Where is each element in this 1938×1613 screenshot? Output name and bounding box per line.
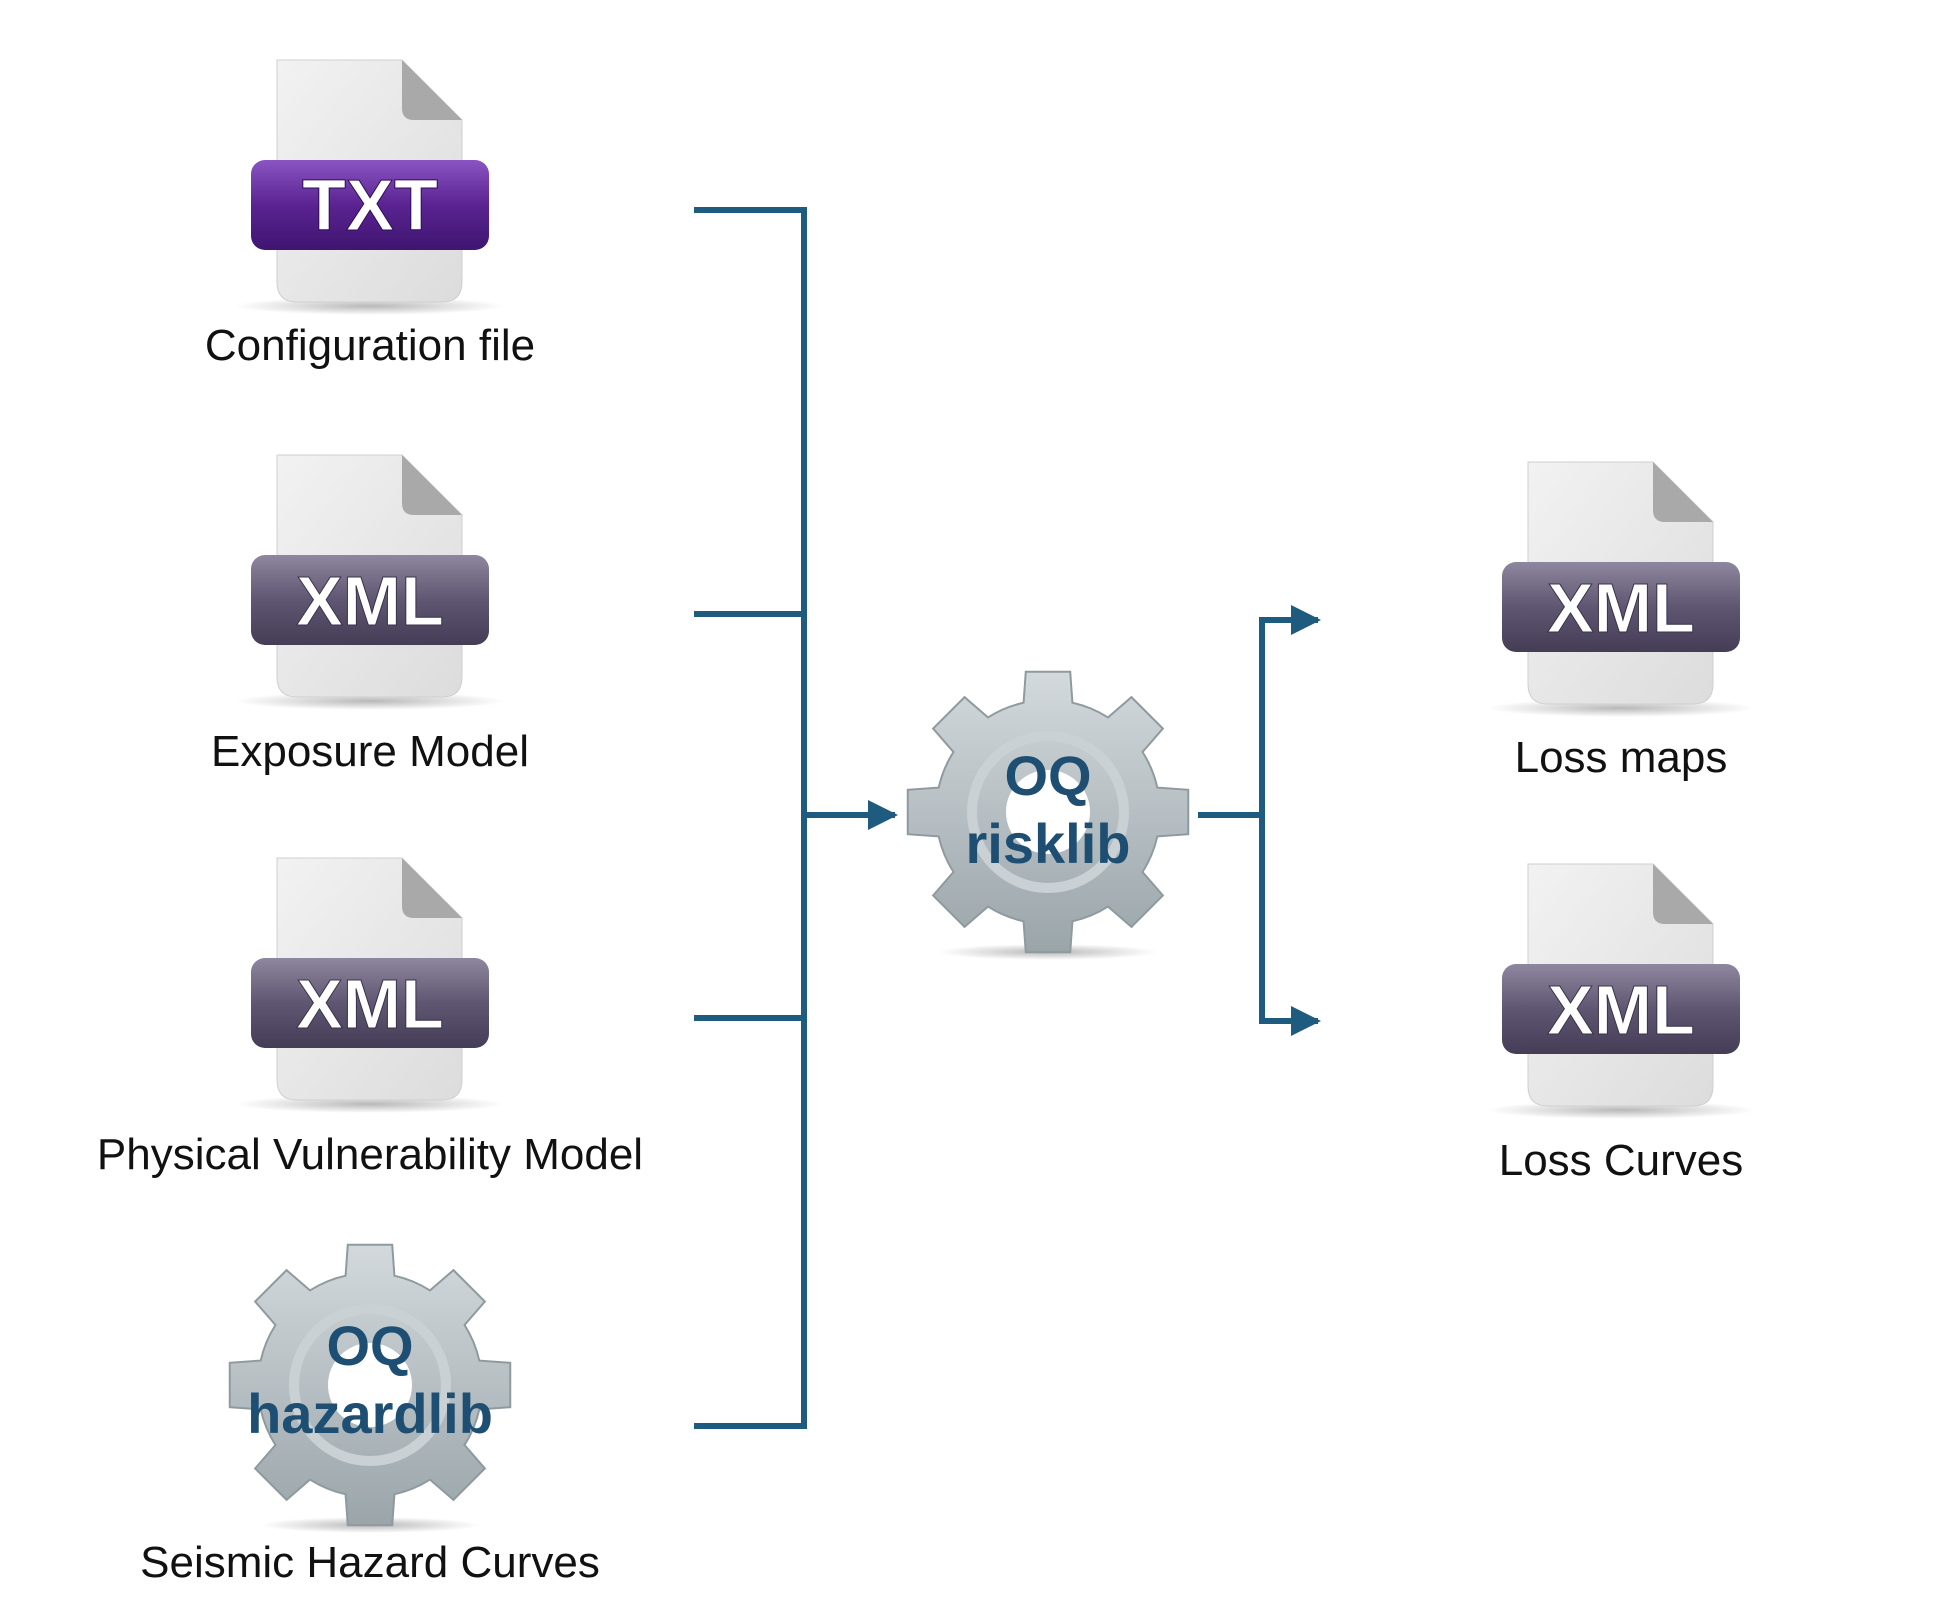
output-connector — [1198, 605, 1321, 1036]
xml-file-icon: XML — [235, 857, 505, 1113]
label-physical-vulnerability-model: Physical Vulnerability Model — [97, 1130, 643, 1179]
gear-icon: OQ risklib — [906, 670, 1190, 960]
label-seismic-hazard-curves: Seismic Hazard Curves — [140, 1538, 600, 1587]
gear-text-risklib: risklib — [966, 812, 1131, 875]
input-connector — [694, 207, 898, 1429]
gear-text-oq: OQ — [1004, 744, 1091, 807]
input-seismic-hazard-curves: OQ hazardlib Seismic Hazard Curves — [140, 1243, 600, 1587]
label-loss-maps: Loss maps — [1515, 733, 1728, 782]
gear-text-oq: OQ — [326, 1314, 413, 1377]
gear-text-hazardlib: hazardlib — [247, 1382, 493, 1445]
xml-badge: XML — [296, 562, 444, 640]
input-physical-vulnerability-model: XML Physical Vulnerability Model — [97, 857, 643, 1179]
xml-file-icon: XML — [235, 454, 505, 710]
label-exposure-model: Exposure Model — [211, 727, 529, 776]
xml-badge: XML — [296, 965, 444, 1043]
output-loss-curves: XML Loss Curves — [1486, 863, 1756, 1185]
txt-badge: TXT — [302, 166, 438, 246]
output-loss-maps: XML Loss maps — [1486, 461, 1756, 782]
xml-file-icon: XML — [1486, 461, 1756, 717]
xml-badge: XML — [1547, 971, 1695, 1049]
input-config-file: TXT Configuration file — [205, 59, 535, 370]
gear-icon: OQ hazardlib — [228, 1243, 512, 1533]
txt-file-icon: TXT — [235, 59, 505, 315]
engine-oq-risklib: OQ risklib — [906, 670, 1190, 960]
label-configuration-file: Configuration file — [205, 321, 535, 370]
xml-badge: XML — [1547, 569, 1695, 647]
label-loss-curves: Loss Curves — [1499, 1136, 1744, 1185]
input-exposure-model: XML Exposure Model — [211, 454, 529, 776]
xml-file-icon: XML — [1486, 863, 1756, 1119]
